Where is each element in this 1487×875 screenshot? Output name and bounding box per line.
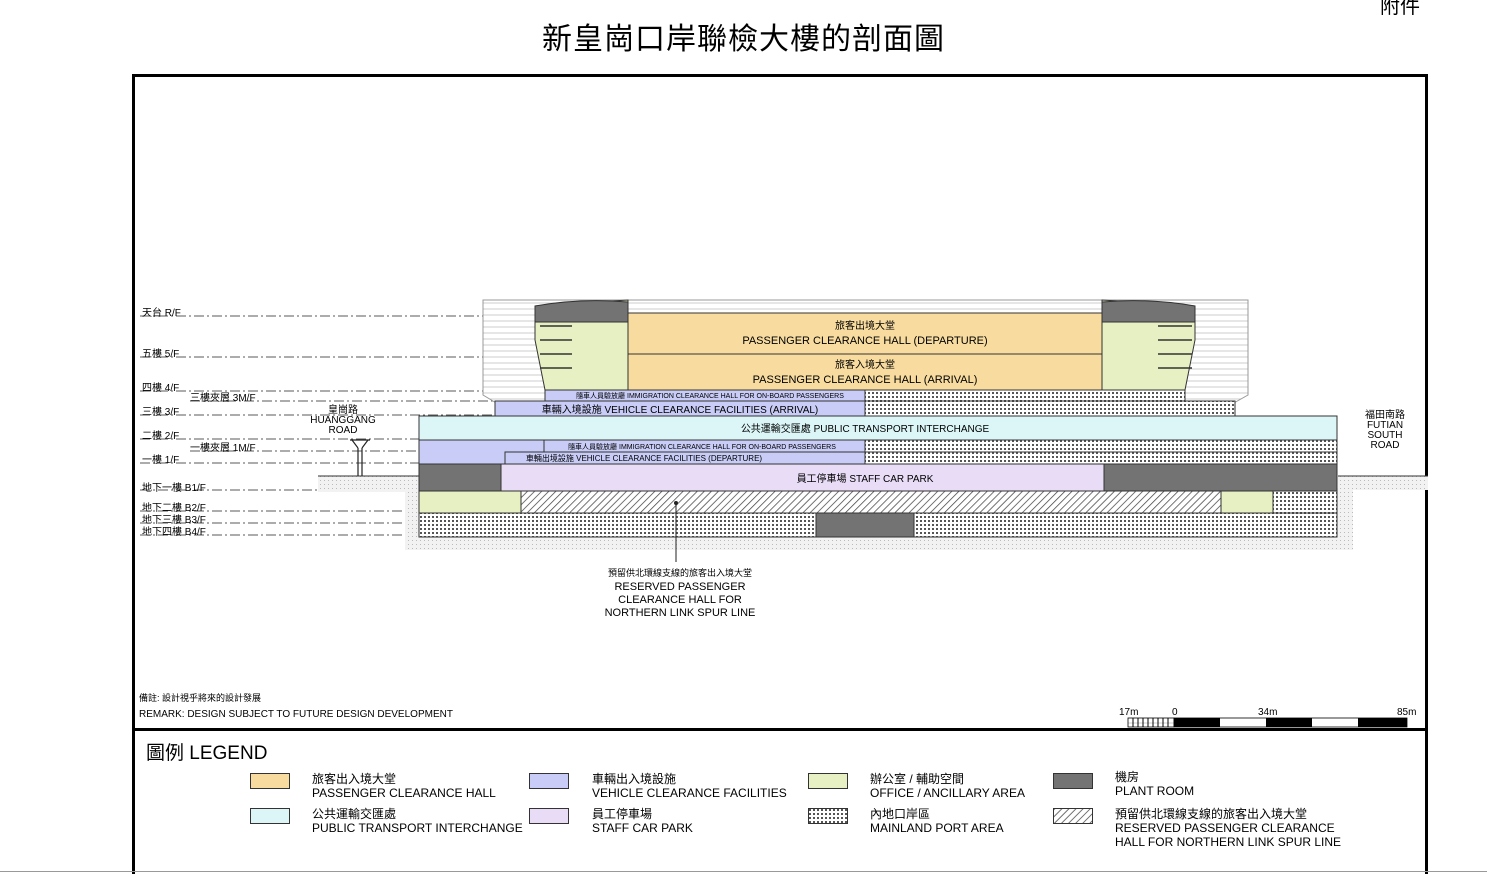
reserved-note-en2: CLEARANCE HALL FOR [618,594,742,606]
right-road-zh: 福田南路 [1365,408,1405,421]
floor-label-rf: 天台 R/F [142,306,181,319]
right-road-en3: ROAD [1371,440,1400,451]
floor-label-b2f: 地下二樓 B2/F [142,501,206,514]
mainland-1mf [864,439,1338,453]
remark-zh: 備註: 設計視乎將來的設計發展 [139,692,261,703]
departure-label-zh: 旅客出境大堂 [835,319,895,332]
page-title: 新皇崗口岸聯檢大樓的剖面圖 [542,22,945,57]
legend-swatch-office [808,773,848,789]
mainland-b3-right [913,512,1338,538]
arrival-hall [627,353,1103,391]
reserved-hall [520,490,1222,514]
ground-right [1338,476,1428,490]
plant-b3 [815,512,915,538]
floor-label-4f: 四樓 4/F [142,381,179,394]
floor-label-1mf: 一樓夾層 1M/F [190,441,256,454]
right-road-en1: FUTIAN [1367,420,1403,431]
legend-swatch-vehicle [529,773,569,789]
scale-label-17: 17m [1119,707,1138,718]
scale-label-85: 85m [1397,707,1416,718]
departure-hall [627,312,1103,355]
reserved-note: 預留供北環線支線的旅客出入境大堂 RESERVED PASSENGER CLEA… [605,567,756,619]
drawing-frame [132,74,1428,874]
reserved-note-en1: RESERVED PASSENGER [614,581,745,593]
floor-label-5f: 五樓 5/F [142,347,179,360]
departure-label-en: PASSENGER CLEARANCE HALL (DEPARTURE) [742,335,987,347]
mainland-3f [864,400,1236,417]
floor-label-3f: 三樓 3/F [142,405,179,418]
immig-upper-label: 隨車人員驗放廳 IMMIGRATION CLEARANCE HALL FOR O… [576,391,844,400]
annex-label: 附件 [1380,0,1420,18]
legend-swatch-plant [1053,773,1093,789]
mainland-upper-3mf [864,389,1186,402]
plant-upper-left [534,300,629,323]
legend-divider [132,728,1428,731]
reserved-note-zh: 預留供北環線支線的旅客出入境大堂 [608,567,752,578]
mainland-b3-left [418,512,817,538]
office-b2-right [1220,490,1274,514]
floor-label-b1f: 地下一樓 B1/F [142,481,206,494]
mainland-b2 [1272,490,1338,514]
plant-b1-right [1103,463,1338,492]
office-b2-left [418,490,522,514]
floor-label-b3f: 地下三樓 B3/F [142,513,206,526]
staff-car-park-label: 員工停車場 STAFF CAR PARK [797,472,934,485]
arrival-label-zh: 旅客入境大堂 [835,358,895,371]
floor-labels: 天台 R/F 五樓 5/F 四樓 4/F 三樓夾層 3M/F 三樓 3/F 二樓… [142,306,256,538]
arrival-label-en: PASSENGER CLEARANCE HALL (ARRIVAL) [753,374,978,386]
scale-bar: 17m 0 34m 85m [1119,707,1416,728]
mainland-1f [864,451,1338,465]
left-road-en2: ROAD [329,425,358,436]
right-road-en2: SOUTH [1368,430,1403,441]
legend-title: 圖例 LEGEND [146,743,268,764]
right-road: 福田南路 FUTIAN SOUTH ROAD [1365,408,1405,451]
floor-lines [140,315,540,536]
road-sign-icon [350,439,370,476]
floor-label-2f: 二樓 2/F [142,429,179,442]
floor-label-1f: 一樓 1/F [142,453,179,466]
legend-swatch-staff [529,808,569,824]
vehicle-departure-label: 車輛出境設施 VEHICLE CLEARANCE FACILITIES (DEP… [526,453,763,463]
page-bottom-rule [0,871,1487,872]
plant-b1-left [418,463,502,492]
reserved-note-en3: NORTHERN LINK SPUR LINE [605,607,756,619]
floor-label-b4f: 地下四樓 B4/F [142,525,206,538]
scale-label-34: 34m [1258,707,1277,718]
left-road-en1: HUANGGANG [310,415,376,426]
remark-en: REMARK: DESIGN SUBJECT TO FUTURE DESIGN … [139,709,453,720]
immig-lower-label: 隨車人員驗放廳 IMMIGRATION CLEARANCE HALL FOR O… [568,442,836,451]
legend-swatch-passenger [250,773,290,789]
legend-swatch-reserved [1053,808,1093,824]
vehicle-arrival-label: 車輛入境設施 VEHICLE CLEARANCE FACILITIES (ARR… [542,403,819,416]
legend-swatch-mainland [808,808,848,824]
plant-upper-right [1101,300,1196,323]
ground-left [318,476,420,492]
left-road: 皇崗路 HUANGGANG ROAD [310,403,376,436]
floor-label-3mf: 三樓夾層 3M/F [190,391,256,404]
legend-swatch-pti [250,808,290,824]
zone-labels: 旅客出境大堂 PASSENGER CLEARANCE HALL (DEPARTU… [526,319,990,485]
pti-label: 公共運輸交匯處 PUBLIC TRANSPORT INTERCHANGE [741,422,990,435]
scale-label-0: 0 [1172,707,1178,718]
left-road-zh: 皇崗路 [328,403,358,416]
upper-building [534,299,1196,391]
